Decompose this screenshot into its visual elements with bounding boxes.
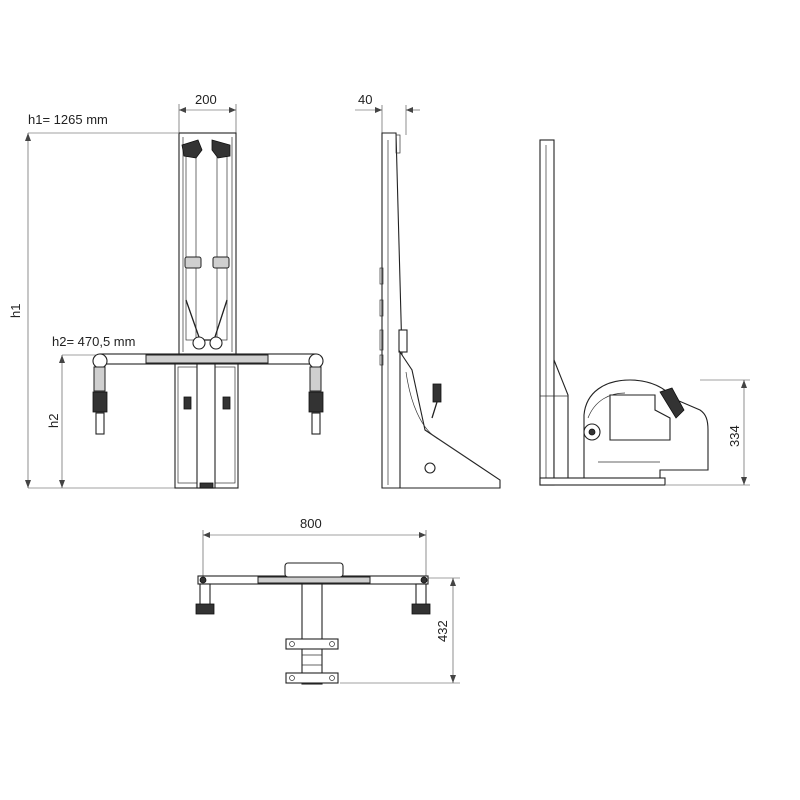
belt-convergence: [185, 299, 228, 341]
open-back-panel: [539, 139, 555, 486]
top-mount-plate-lower: [285, 672, 339, 684]
open-base-plate: [539, 477, 666, 486]
top-leg-left: [195, 603, 215, 615]
adjuster-buckle-right: [212, 256, 230, 269]
side-handle: [432, 383, 442, 403]
top-mount-plate-upper: [285, 638, 339, 650]
h1-axis-label: h1: [8, 304, 23, 318]
leg-left: [92, 353, 108, 435]
shoulder-buckle-left: [181, 139, 203, 159]
h2-value-label: h2= 470,5 mm: [52, 334, 135, 349]
top-leg-right: [411, 603, 431, 615]
depth-40-label: 40: [358, 92, 372, 107]
leg-right: [308, 353, 324, 435]
width-200-label: 200: [195, 92, 217, 107]
side-back-panel: [381, 132, 403, 489]
side-view-open: 334: [539, 139, 750, 486]
width-800-label: 800: [300, 516, 322, 531]
side-folded-seat: [399, 350, 501, 489]
top-post: [301, 583, 323, 685]
h2-axis-label: h2: [46, 414, 61, 428]
h1-value-label: h1= 1265 mm: [28, 112, 108, 127]
back-panel: [178, 132, 237, 359]
depth-432-label: 432: [435, 620, 450, 642]
shoulder-buckle-right: [211, 139, 231, 159]
central-buckle: [192, 336, 206, 350]
side-view-folded: 40: [355, 92, 501, 489]
top-seat-pad: [284, 562, 344, 578]
front-view: h1= 1265 mm h1 h2= 470,5 mm h2 200: [8, 92, 324, 489]
height-334-label: 334: [727, 425, 742, 447]
adjuster-buckle-left: [184, 256, 202, 269]
top-view: 800 432: [195, 516, 460, 685]
